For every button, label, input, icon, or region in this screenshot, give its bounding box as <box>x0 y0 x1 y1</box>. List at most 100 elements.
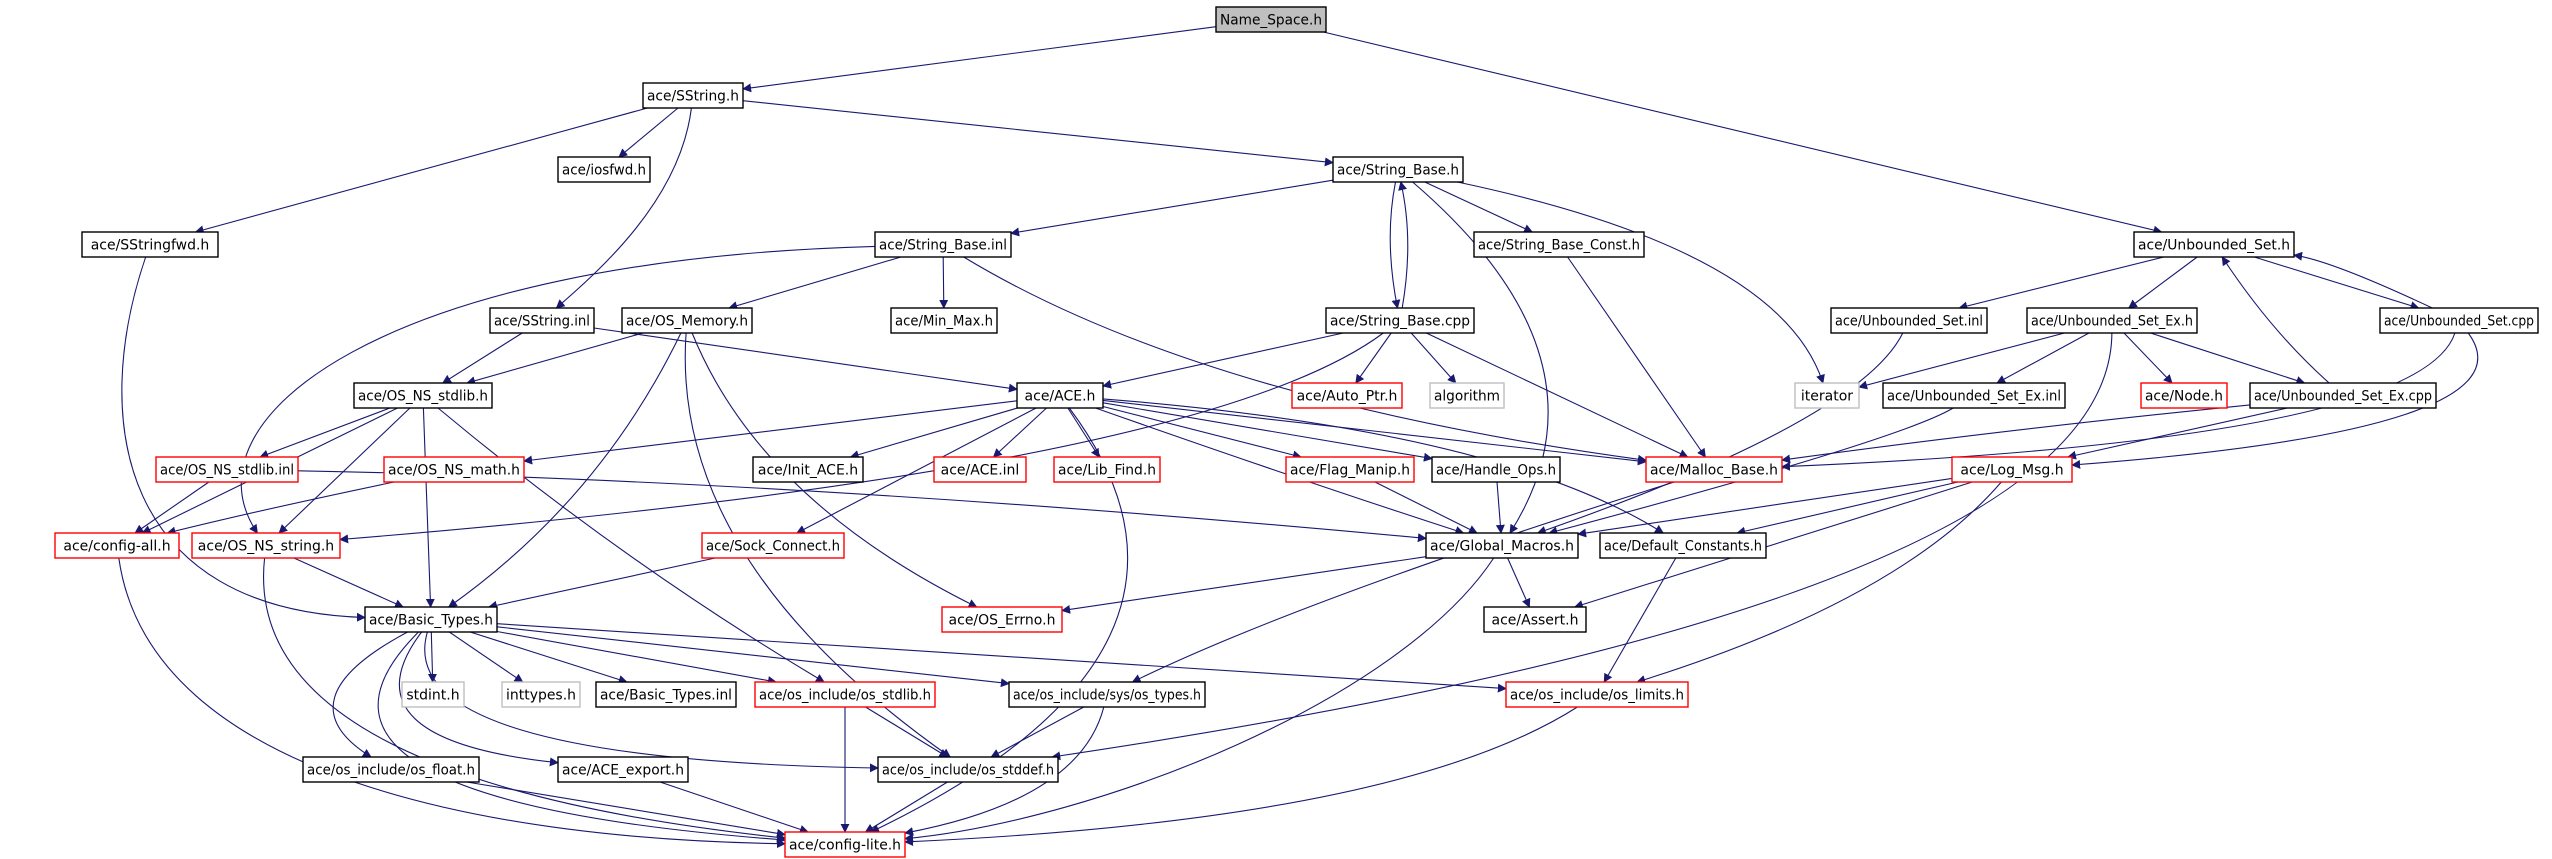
node-box <box>353 382 493 409</box>
node-sstringfwd[interactable]: ace/SStringfwd.h <box>81 231 219 258</box>
node-os-ns-string[interactable]: ace/OS_NS_string.h <box>191 532 341 559</box>
node-label: ace/OS_Errno.h <box>949 613 1056 629</box>
node-ace-export[interactable]: ace/ACE_export.h <box>557 756 689 783</box>
node-stdint[interactable]: stdint.h <box>401 681 465 708</box>
node-os-memory[interactable]: ace/OS_Memory.h <box>621 307 753 334</box>
node-os-float[interactable]: ace/os_include/os_float.h <box>302 756 480 783</box>
node-label: ace/Unbounded_Set_Ex.h <box>2031 314 2193 330</box>
node-sstring[interactable]: ace/SString.h <box>642 82 744 109</box>
node-assert-h[interactable]: ace/Assert.h <box>1483 606 1587 633</box>
node-box <box>1291 382 1403 409</box>
edge-os_ns_stdlib-to-os_ns_stdlib_inl <box>259 407 391 459</box>
node-sys-types[interactable]: ace/os_include/sys/os_types.h <box>1008 681 1206 708</box>
node-unbounded-set-cpp[interactable]: ace/Unbounded_Set.cpp <box>2379 307 2539 334</box>
node-lib-find[interactable]: ace/Lib_Find.h <box>1053 456 1161 483</box>
edge-unbounded_set_cpp-to-log_msg <box>2071 332 2479 469</box>
node-box <box>1429 382 1505 409</box>
edge-unbounded_set-to-unbounded_set_cpp <box>2254 256 2420 310</box>
node-label: ace/String_Base.inl <box>879 238 1007 254</box>
node-config-lite[interactable]: ace/config-lite.h <box>784 831 906 858</box>
node-name-space[interactable]: Name_Space.h <box>1215 6 1327 33</box>
edge-string_base_inl-to-malloc_base <box>963 256 1647 464</box>
edge-string_base_h-to-string_base_inl <box>1010 179 1334 237</box>
node-global-macros[interactable]: ace/Global_Macros.h <box>1425 532 1579 559</box>
edge-sstring-to-sstring_inl <box>555 107 692 309</box>
node-log-msg[interactable]: ace/Log_Msg.h <box>1951 456 2073 483</box>
node-unbounded-set[interactable]: ace/Unbounded_Set.h <box>2133 231 2295 258</box>
node-unbounded-set-ex-inl[interactable]: ace/Unbounded_Set_Ex.inl <box>1882 382 2066 409</box>
node-os-stdlib[interactable]: ace/os_include/os_stdlib.h <box>754 681 936 708</box>
node-config-all[interactable]: ace/config-all.h <box>54 532 180 559</box>
node-label: ace/os_include/os_stddef.h <box>882 763 1054 779</box>
node-label: ace/os_include/sys/os_types.h <box>1013 688 1201 704</box>
node-label: ace/Min_Max.h <box>895 314 993 330</box>
node-os-stddef[interactable]: ace/os_include/os_stddef.h <box>877 756 1059 783</box>
node-box <box>874 231 1012 258</box>
node-default-constants[interactable]: ace/Default_Constants.h <box>1599 532 1767 559</box>
node-ace-inl[interactable]: ace/ACE.inl <box>933 456 1027 483</box>
node-box <box>364 606 498 633</box>
node-iterator[interactable]: iterator <box>1794 382 1860 409</box>
edge-basic_types-to-inttypes <box>448 631 524 683</box>
node-os-errno[interactable]: ace/OS_Errno.h <box>941 606 1063 633</box>
node-sock-connect[interactable]: ace/Sock_Connect.h <box>701 532 845 559</box>
node-sstring-inl[interactable]: ace/SString.inl <box>489 307 595 334</box>
node-box <box>941 606 1063 633</box>
edge-default_constants-to-os_limits <box>1603 557 1677 683</box>
edge-ace_h-to-flag_manip <box>1102 405 1302 460</box>
node-string-base-cpp[interactable]: ace/String_Base.cpp <box>1325 307 1475 334</box>
edge-os_ns_math-to-config_all <box>166 481 395 536</box>
node-basic-types-inl[interactable]: ace/Basic_Types.inl <box>595 681 737 708</box>
node-init-ace[interactable]: ace/Init_ACE.h <box>752 456 864 483</box>
edge-unbounded_set_ex-to-unbounded_set_ex_cpp <box>2150 332 2306 385</box>
node-box <box>1332 156 1464 183</box>
node-unbounded-set-ex[interactable]: ace/Unbounded_Set_Ex.h <box>2026 307 2198 334</box>
edge-basic_types-to-os_stddef <box>424 631 879 773</box>
edge-os_memory-to-os_errno <box>691 332 978 608</box>
edge-unbounded_set-to-unbounded_set_ex <box>2128 256 2198 309</box>
node-os-limits[interactable]: ace/os_include/os_limits.h <box>1505 681 1689 708</box>
node-malloc-base[interactable]: ace/Malloc_Base.h <box>1645 456 1783 483</box>
node-inttypes[interactable]: inttypes.h <box>501 681 581 708</box>
edge-log_msg-to-default_constants <box>1736 481 1959 536</box>
edge-ace_h-to-default_constants <box>1102 398 1664 534</box>
edge-basic_types-to-os_stdlib <box>496 630 777 685</box>
node-os-ns-stdlib-inl[interactable]: ace/OS_NS_stdlib.inl <box>155 456 299 483</box>
node-label: ace/config-lite.h <box>789 838 901 854</box>
node-label: ace/OS_Memory.h <box>626 314 748 330</box>
node-basic-types[interactable]: ace/Basic_Types.h <box>364 606 498 633</box>
node-os-ns-math[interactable]: ace/OS_NS_math.h <box>383 456 525 483</box>
node-box <box>1882 382 2066 409</box>
node-label: Name_Space.h <box>1220 13 1322 29</box>
node-label: ace/Default_Constants.h <box>1604 539 1762 555</box>
node-iosfwd[interactable]: ace/iosfwd.h <box>557 156 651 183</box>
node-label: ace/Lib_Find.h <box>1058 463 1156 479</box>
node-handle-ops[interactable]: ace/Handle_Ops.h <box>1431 456 1561 483</box>
node-flag-manip[interactable]: ace/Flag_Manip.h <box>1285 456 1415 483</box>
node-label: ace/ACE.inl <box>941 463 1020 479</box>
node-os-ns-stdlib[interactable]: ace/OS_NS_stdlib.h <box>353 382 493 409</box>
node-string-base-h[interactable]: ace/String_Base.h <box>1332 156 1464 183</box>
node-label: ace/os_include/os_limits.h <box>1510 688 1684 704</box>
node-auto-ptr[interactable]: ace/Auto_Ptr.h <box>1291 382 1403 409</box>
node-string-base-const[interactable]: ace/String_Base_Const.h <box>1473 231 1645 258</box>
node-box <box>1425 532 1579 559</box>
node-box <box>81 231 219 258</box>
node-label: ace/Flag_Manip.h <box>1290 463 1410 479</box>
node-box <box>1431 456 1561 483</box>
edge-os_memory-to-basic_types <box>447 332 682 608</box>
node-box <box>752 456 864 483</box>
node-unbounded-set-inl[interactable]: ace/Unbounded_Set.inl <box>1830 307 1988 334</box>
node-algorithm[interactable]: algorithm <box>1429 382 1505 409</box>
edge-sstring-to-string_base_h <box>742 100 1334 167</box>
node-label: ace/OS_NS_math.h <box>388 463 520 479</box>
node-ace-h[interactable]: ace/ACE.h <box>1016 382 1104 409</box>
edge-string_base_cpp-to-auto_ptr <box>1355 332 1392 384</box>
node-unbounded-set-ex-cpp[interactable]: ace/Unbounded_Set_Ex.cpp <box>2249 382 2437 409</box>
edge-flag_manip-to-global_macros <box>1374 481 1478 534</box>
node-string-base-inl[interactable]: ace/String_Base.inl <box>874 231 1012 258</box>
node-node-h[interactable]: ace/Node.h <box>2140 382 2228 409</box>
node-min-max[interactable]: ace/Min_Max.h <box>890 307 998 334</box>
node-label: ace/Node.h <box>2145 389 2223 405</box>
edge-os_ns_stdlib_inl-to-config_all <box>134 481 210 534</box>
